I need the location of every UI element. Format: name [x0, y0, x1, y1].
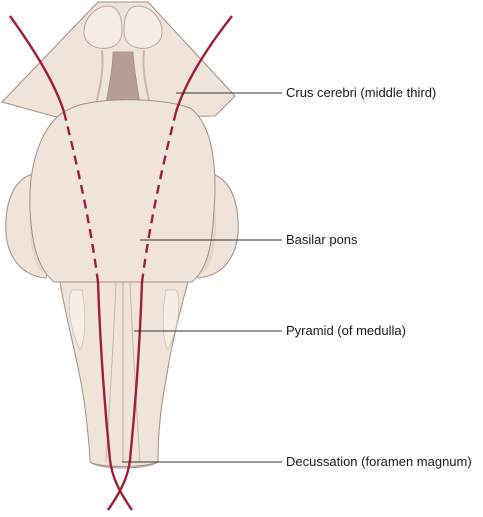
medulla-shape — [59, 281, 189, 467]
tract-right-pons-dashed — [140, 111, 178, 283]
tract-left-lower — [96, 281, 133, 511]
pons-shape — [29, 99, 216, 283]
tract-right-upper — [174, 15, 233, 113]
label-pyramid: Pyramid (of medulla) — [286, 323, 406, 338]
olive-right — [162, 289, 180, 351]
medulla-cut — [89, 461, 159, 469]
colliculus-left — [83, 5, 123, 49]
tract-right-lower — [107, 281, 144, 511]
pyramid-groove-right — [129, 281, 141, 463]
tract-left-pons-dashed — [62, 111, 100, 283]
olive-left — [68, 289, 86, 351]
label-basilar-pons: Basilar pons — [286, 232, 358, 247]
tract-left-upper — [9, 15, 66, 113]
label-crus-cerebri: Crus cerebri (middle third) — [286, 85, 437, 100]
colliculus-right — [123, 5, 163, 49]
label-decussation: Decussation (foramen magnum) — [286, 454, 472, 469]
aqueduct-ridge-left — [95, 49, 104, 105]
